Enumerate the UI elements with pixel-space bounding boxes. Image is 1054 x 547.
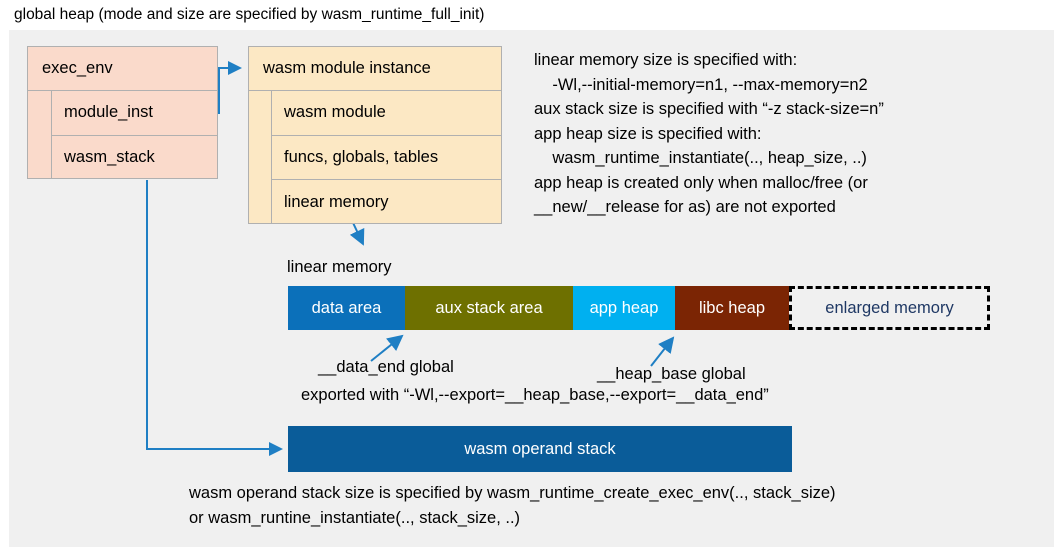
memory-segment-aux-stack-area: aux stack area [405,286,573,330]
wasm-operand-stack-bar: wasm operand stack [288,426,792,472]
wasm-module-instance-box: wasm module instance wasm module funcs, … [248,46,502,224]
annotation-exported-with: exported with “-Wl,--export=__heap_base,… [301,386,769,404]
annotation-heap-base: __heap_base global [597,365,746,383]
arrow-data-end-pointer [370,334,404,362]
linear-memory-info-text: linear memory size is specified with: -W… [534,51,884,216]
arrow-heap-base-pointer [650,336,675,367]
arrow-wasm-stack-to-operand-stack [146,180,283,456]
annotation-data-end: __data_end global [318,358,454,376]
module-instance-indent-column [249,91,272,224]
memory-segment-libc-heap: libc heap [675,286,789,330]
memory-segment-enlarged-memory: enlarged memory [789,286,990,330]
exec-env-header: exec_env [28,47,217,91]
wasm-module-instance-header: wasm module instance [249,47,501,91]
page-title: global heap (mode and size are specified… [14,6,485,23]
exec-env-indent-column [28,91,52,179]
memory-segment-data-area: data area [288,286,405,330]
module-instance-field-linear-memory: linear memory [284,192,389,211]
module-instance-field-wasm-module: wasm module [272,91,501,136]
exec-env-box: exec_env module_inst wasm_stack [27,46,218,179]
exec-env-field-module-inst: module_inst [52,91,217,136]
memory-segment-app-heap: app heap [573,286,675,330]
linear-memory-bar-label: linear memory [287,258,392,276]
exec-env-field-wasm-stack: wasm_stack [64,147,155,166]
operand-stack-note: wasm operand stack size is specified by … [189,484,836,527]
module-instance-field-funcs-globals-tables: funcs, globals, tables [272,136,501,181]
